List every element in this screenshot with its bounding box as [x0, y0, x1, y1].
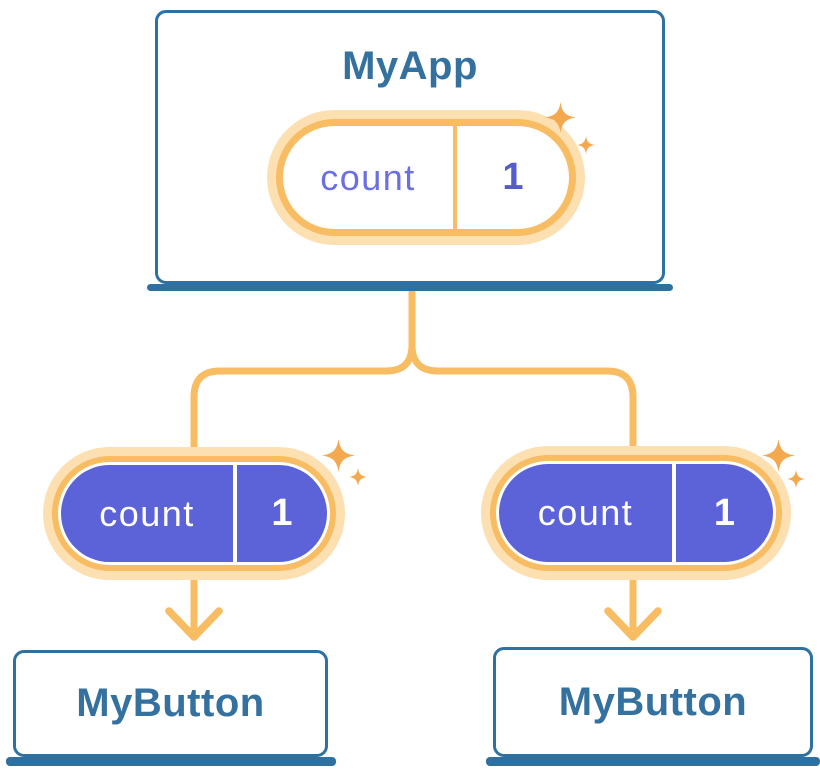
mybutton-left-state-pill: count 1 [43, 447, 345, 580]
pill-body: count 1 [496, 461, 776, 565]
connector-branch-right [408, 288, 637, 454]
myapp-title: MyApp [342, 44, 478, 88]
myapp-card-bottom-bar [147, 284, 673, 291]
sparkle-icon [349, 468, 367, 486]
mybutton-title: MyButton [558, 679, 748, 724]
connector-branch-left [190, 288, 416, 454]
mybutton-card-right: MyButton [493, 647, 813, 757]
pill-ring: count 1 [52, 456, 336, 571]
arrow-left-head [165, 607, 223, 641]
pill-body: count 1 [58, 462, 330, 565]
state-value: 1 [502, 156, 524, 198]
pill-ring: count 1 [276, 119, 576, 236]
sparkle-icon [787, 470, 805, 488]
mybutton-right-state-pill: count 1 [481, 446, 791, 580]
myapp-state-pill: count 1 [267, 110, 585, 245]
state-value: 1 [271, 492, 293, 534]
pill-ring: count 1 [490, 455, 782, 571]
state-name: count [320, 156, 416, 198]
pill-fill: count 1 [499, 464, 773, 562]
sparkle-icon [322, 439, 355, 472]
sparkle-icon [545, 102, 576, 133]
state-name: count [99, 492, 195, 534]
arrow-right-head [604, 607, 662, 641]
mybutton-card-right-bottom-bar [486, 757, 820, 766]
pill-divider [233, 465, 237, 562]
sparkle-icon [577, 136, 595, 154]
pill-divider [453, 126, 457, 229]
pill-fill: count 1 [61, 465, 327, 562]
state-name: count [537, 492, 634, 533]
mybutton-card-left: MyButton [13, 650, 328, 757]
pill-divider [672, 464, 676, 562]
pill-body: count 1 [283, 126, 569, 229]
sparkle-icon [762, 439, 795, 472]
mybutton-card-left-bottom-bar [6, 757, 336, 766]
mybutton-title: MyButton [76, 681, 265, 725]
state-value: 1 [713, 491, 736, 534]
